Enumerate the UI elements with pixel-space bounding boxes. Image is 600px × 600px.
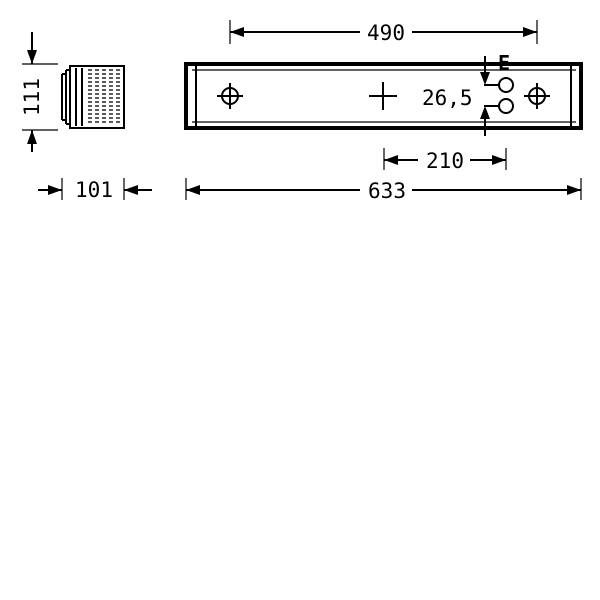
overall-length-label: 633: [368, 179, 406, 203]
terminal-bottom: [498, 98, 514, 114]
center-mark: [369, 82, 397, 110]
earth-mark: E: [498, 51, 510, 75]
depth-dimension: 101: [38, 178, 152, 202]
mounting-hole-right: [524, 83, 550, 109]
front-view: 26,5 E: [184, 51, 583, 136]
height-label: 111: [20, 78, 44, 116]
top-width-label: 490: [367, 21, 405, 45]
offset-dimension: 210: [383, 148, 507, 173]
top-width-dimension: 490: [229, 20, 538, 45]
side-view: [61, 65, 125, 129]
overall-length-dimension: 633: [185, 178, 582, 203]
terminal-top: [498, 77, 514, 93]
spacing-label: 26,5: [422, 86, 473, 110]
vent-grille: [88, 69, 120, 123]
mounting-hole-left: [217, 83, 243, 109]
height-dimension: 111: [20, 32, 58, 152]
depth-label: 101: [75, 178, 113, 202]
offset-label: 210: [426, 149, 464, 173]
